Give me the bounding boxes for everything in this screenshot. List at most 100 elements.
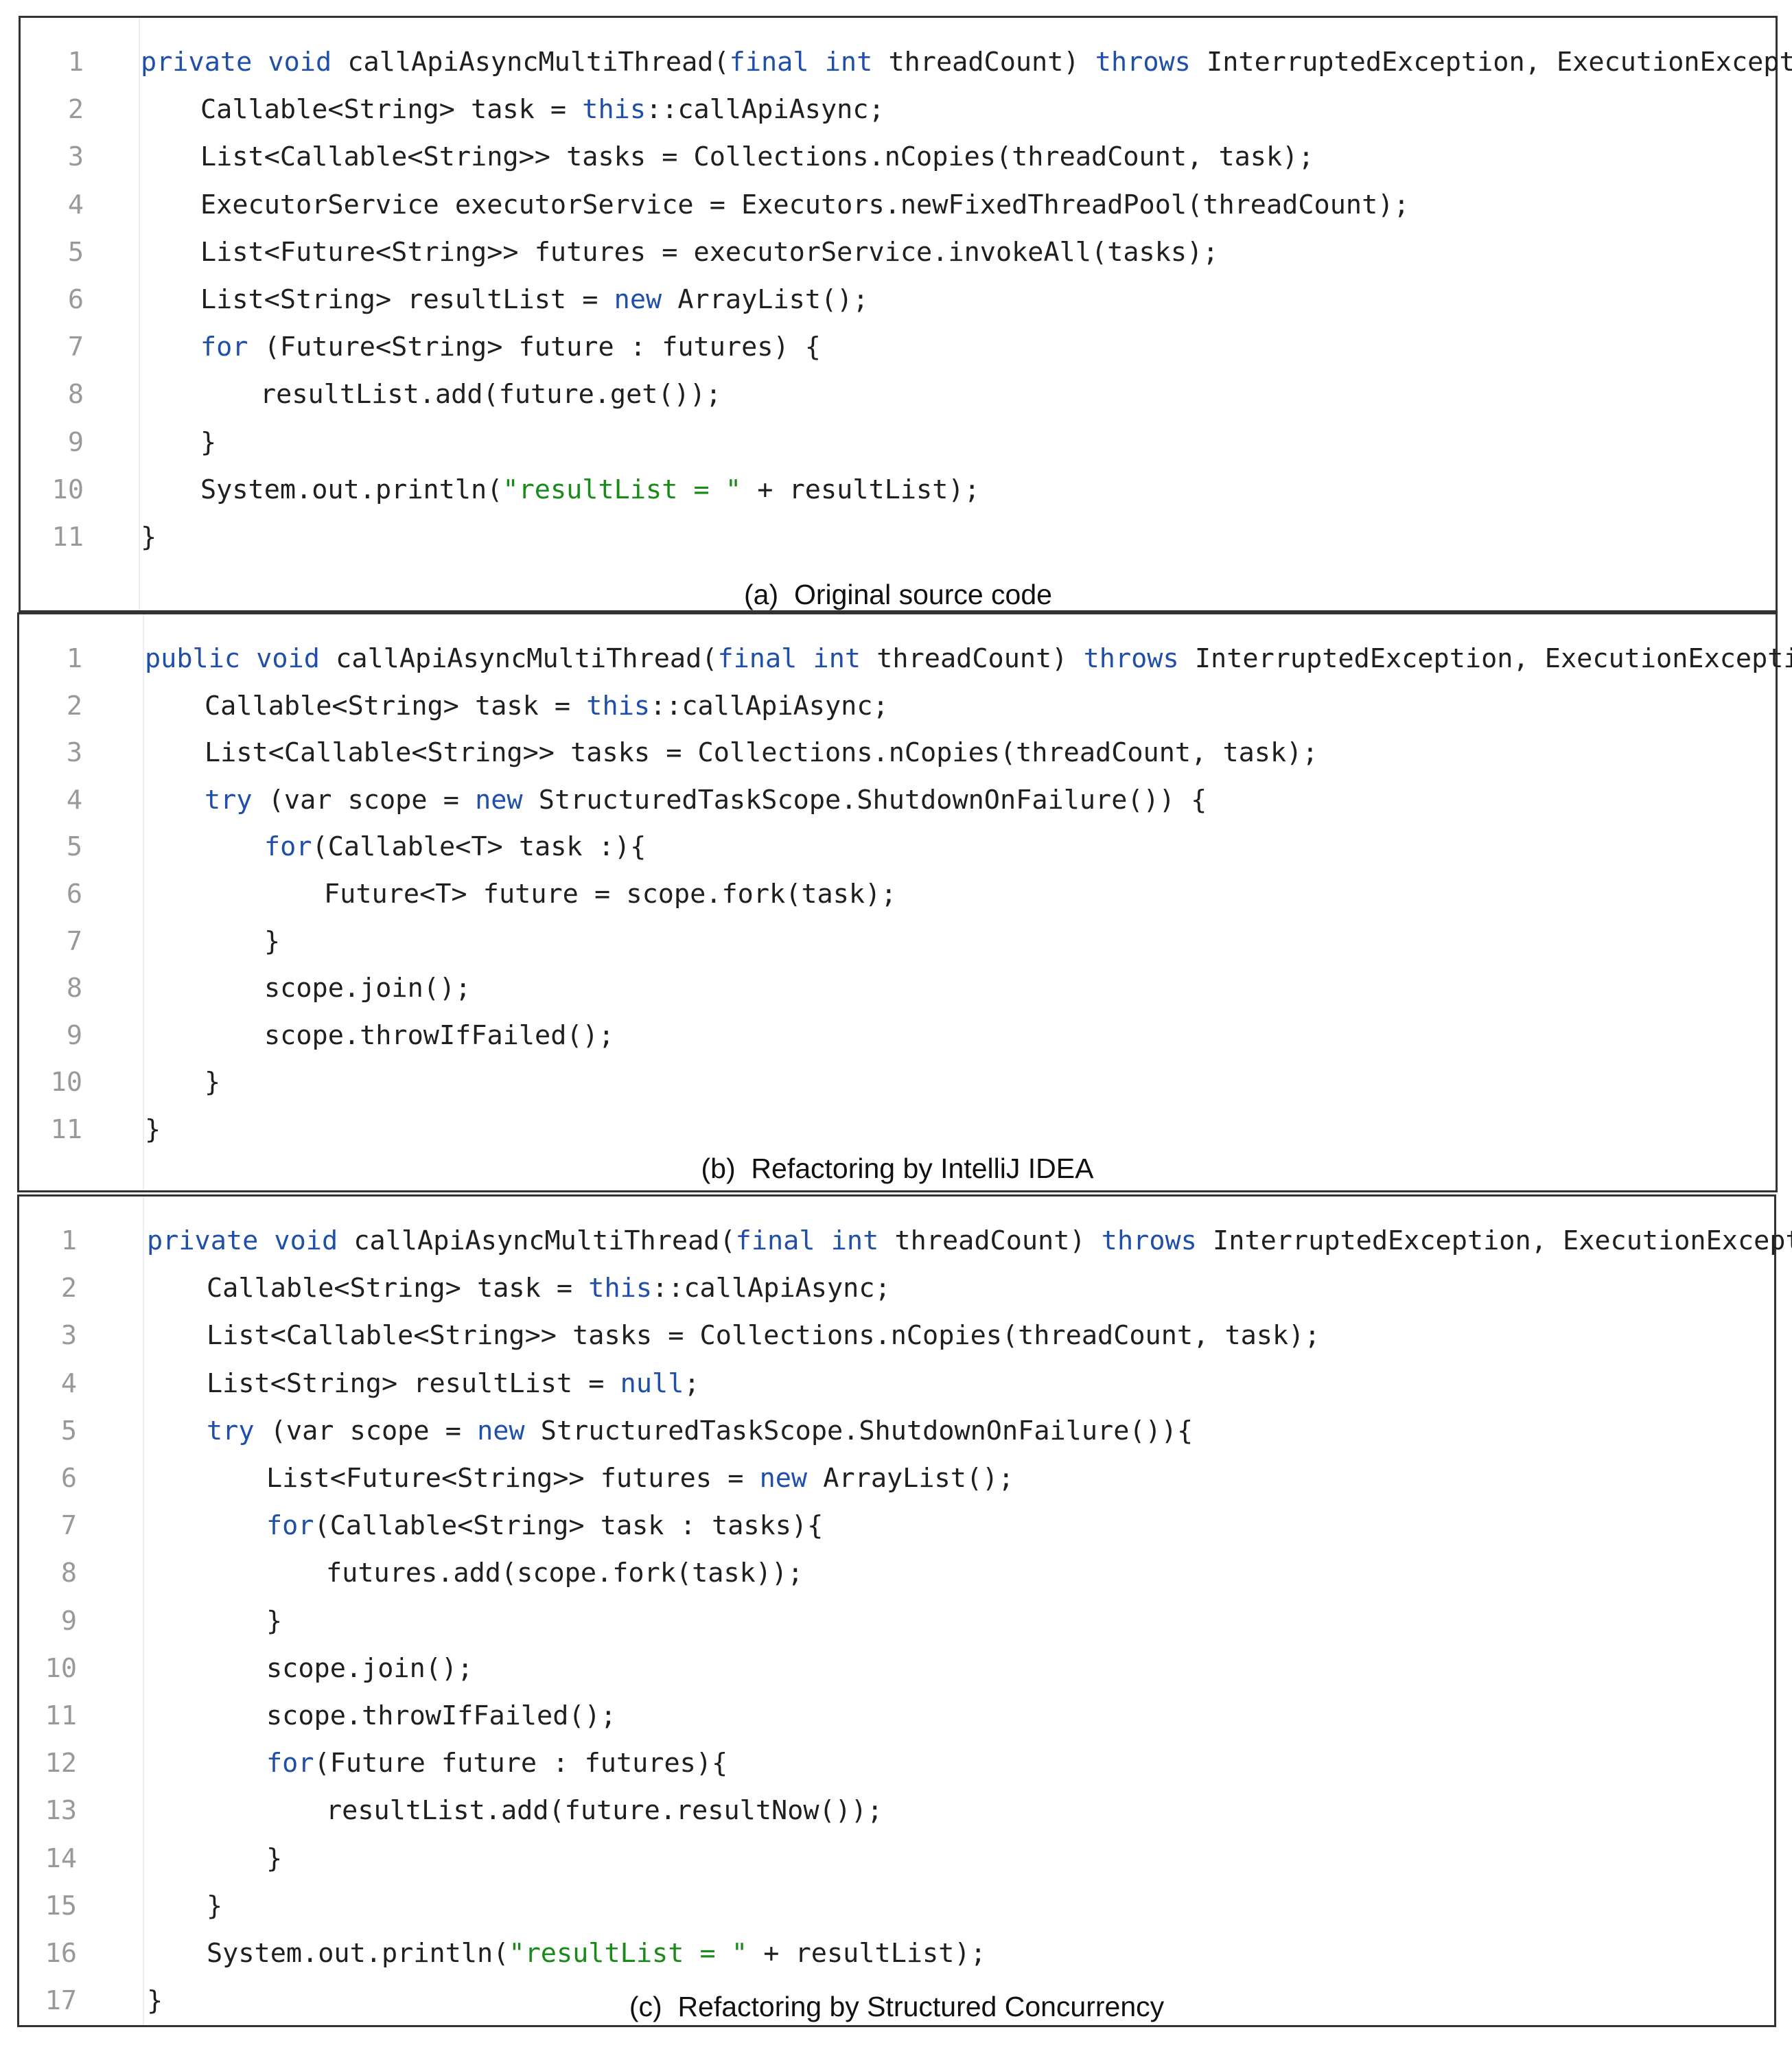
keyword-token: throws <box>1095 47 1191 78</box>
line-number: 5 <box>60 1415 77 1446</box>
keyword-token: private void <box>141 47 332 78</box>
code-token: (var scope = <box>254 1415 478 1446</box>
keyword-token: final int <box>735 1225 879 1256</box>
code-line: 10} <box>19 1062 1776 1103</box>
line-number: 16 <box>45 1938 77 1969</box>
code-token: StructuredTaskScope.ShutdownOnFailure())… <box>524 1415 1194 1446</box>
gutter-divider <box>139 18 140 610</box>
code-text: scope.throwIfFailed(); <box>266 1696 616 1737</box>
line-number: 15 <box>45 1890 77 1921</box>
line-number: 10 <box>50 1067 82 1098</box>
code-text: scope.throwIfFailed(); <box>264 1015 614 1056</box>
code-text: for(Callable<T> task :){ <box>264 827 646 868</box>
line-number: 6 <box>67 284 84 315</box>
caption-label: (a) <box>744 579 779 610</box>
code-token: ArrayList(); <box>807 1463 1014 1494</box>
code-line: 14} <box>19 1838 1774 1880</box>
line-number: 5 <box>67 236 84 268</box>
code-text: futures.add(scope.fork(task)); <box>326 1553 803 1594</box>
code-token: List<Callable<String>> tasks = Collectio… <box>207 1320 1320 1352</box>
line-number: 3 <box>66 737 82 769</box>
code-line: 11} <box>19 1109 1776 1151</box>
code-token: Callable<String> task = <box>205 690 587 721</box>
keyword-token: this <box>582 94 647 126</box>
code-token: List<String> resultList = <box>207 1367 620 1399</box>
code-text: resultList.add(future.get()); <box>260 374 721 415</box>
code-token: resultList.add(future.resultNow()); <box>326 1795 883 1827</box>
line-number: 9 <box>67 426 84 458</box>
code-token: StructuredTaskScope.ShutdownOnFailure())… <box>522 784 1207 816</box>
line-number: 1 <box>67 47 84 78</box>
code-token: futures.add(scope.fork(task)); <box>326 1558 804 1589</box>
line-number: 10 <box>51 474 84 505</box>
code-token: + resultList); <box>747 1938 986 1969</box>
code-token: threadCount) <box>872 47 1095 78</box>
code-token: scope.throwIfFailed(); <box>266 1700 616 1731</box>
line-number: 3 <box>67 141 84 173</box>
line-number: 11 <box>51 522 84 553</box>
code-token: } <box>200 426 217 458</box>
code-line: 11} <box>21 517 1776 558</box>
code-token: List<Future<String>> futures = <box>266 1463 760 1494</box>
code-text: private void callApiAsyncMultiThread(fin… <box>147 1221 1792 1262</box>
code-token: resultList.add(future.get()); <box>260 379 722 411</box>
keyword-token: for <box>264 831 312 863</box>
code-token: } <box>205 1067 221 1098</box>
code-token: (Future<String> future : futures) { <box>248 332 821 363</box>
keyword-token: for <box>266 1748 314 1779</box>
line-number: 2 <box>67 94 84 126</box>
line-number: 14 <box>45 1842 77 1874</box>
code-token: scope.join(); <box>264 973 472 1004</box>
string-token: "resultList = " <box>509 1938 748 1969</box>
code-line: 10 scope.join(); <box>19 1648 1774 1689</box>
code-token: } <box>266 1842 283 1874</box>
line-number: 9 <box>60 1605 77 1637</box>
code-text: List<Callable<String>> tasks = Collectio… <box>205 732 1318 774</box>
line-number: 2 <box>60 1273 77 1304</box>
keyword-token: null <box>620 1367 684 1399</box>
code-text: for(Future future : futures){ <box>266 1743 728 1784</box>
line-number: 10 <box>45 1652 77 1684</box>
line-number: 6 <box>60 1463 77 1494</box>
code-line: 9} <box>19 1601 1774 1642</box>
line-number: 7 <box>66 925 82 957</box>
code-text: } <box>266 1601 282 1642</box>
code-token: + resultList); <box>741 474 980 505</box>
code-text: } <box>264 921 280 962</box>
code-token: } <box>147 1985 163 2017</box>
code-line: 7} <box>19 921 1776 962</box>
code-token: scope.throwIfFailed(); <box>264 1019 614 1051</box>
line-number: 4 <box>67 189 84 220</box>
code-line: 12 for(Future future : futures){ <box>19 1743 1774 1784</box>
code-text: List<Future<String>> futures = new Array… <box>266 1458 1014 1499</box>
line-number: 12 <box>45 1748 77 1779</box>
code-line: 3 List<Callable<String>> tasks = Collecti… <box>19 732 1776 774</box>
code-text: } <box>145 1109 161 1151</box>
code-token: (Callable<T> task :){ <box>312 831 647 863</box>
line-number: 9 <box>66 1019 82 1051</box>
keyword-token: private void <box>147 1225 338 1256</box>
line-number: 7 <box>60 1510 77 1542</box>
code-text: scope.join(); <box>266 1648 473 1689</box>
code-token: System.out.println( <box>200 474 503 505</box>
code-token: } <box>266 1605 283 1637</box>
code-token: ::callApiAsync; <box>646 94 885 126</box>
code-token: List<Future<String>> futures = executorS… <box>200 236 1219 268</box>
code-token: callApiAsyncMultiThread( <box>331 47 730 78</box>
code-token: Callable<String> task = <box>207 1273 589 1304</box>
